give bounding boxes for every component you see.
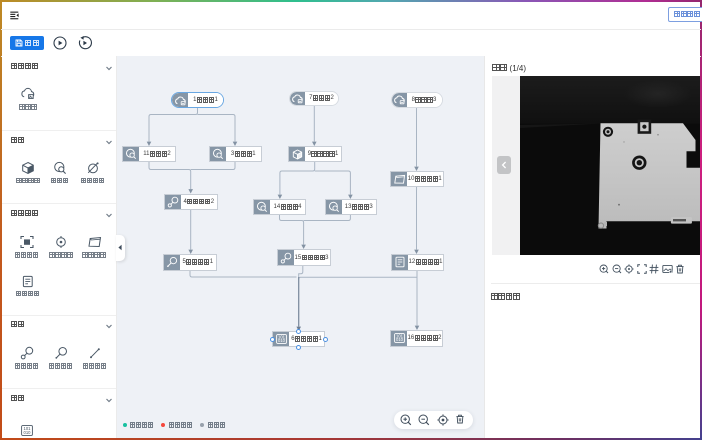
svg-text:010: 010 [278,338,286,343]
svg-text:010: 010 [24,430,32,435]
svg-text:101: 101 [24,426,32,431]
svg-text:101: 101 [278,334,286,339]
svg-text:101: 101 [396,334,404,339]
svg-text:010: 010 [396,337,404,342]
